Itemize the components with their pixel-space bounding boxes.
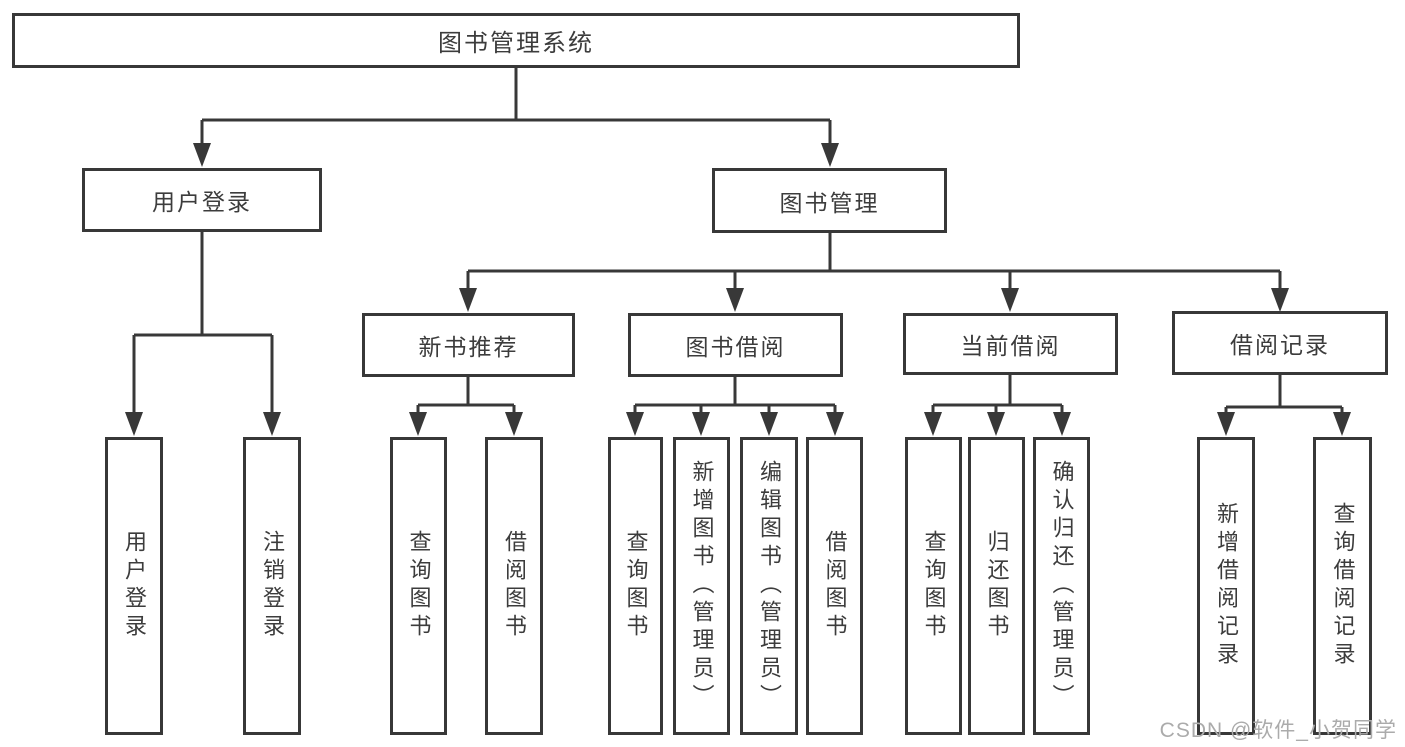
connector-current-borrow [924, 375, 1071, 436]
node-new-book-recommend: 新书推荐 [362, 313, 575, 377]
arrowhead-icon [1217, 412, 1235, 436]
node-borrow-records: 借阅记录 [1172, 311, 1388, 375]
node-current-borrow: 当前借阅 [903, 313, 1118, 375]
arrowhead-icon [459, 288, 477, 312]
arrowhead-icon [692, 412, 710, 436]
connector-book-management [459, 233, 1289, 312]
arrowhead-icon [826, 412, 844, 436]
node-user-login: 用户登录 [82, 168, 322, 232]
arrowhead-icon [125, 412, 143, 436]
leaf-recommend-query-books: 查询图书 [390, 437, 447, 735]
arrowhead-icon [924, 412, 942, 436]
leaf-logout: 注销登录 [243, 437, 301, 735]
arrowhead-icon [1053, 412, 1071, 436]
leaf-add-borrow-record: 新增借阅记录 [1197, 437, 1255, 735]
arrowhead-icon [263, 412, 281, 436]
leaf-add-books-admin: 新增图书（管理员） [673, 437, 730, 735]
arrowhead-icon [726, 288, 744, 312]
connector-borrow-records [1217, 375, 1351, 436]
leaf-query-borrow-record: 查询借阅记录 [1313, 437, 1372, 735]
leaf-borrow-books: 借阅图书 [806, 437, 863, 735]
arrowhead-icon [760, 412, 778, 436]
leaf-current-query-books: 查询图书 [905, 437, 962, 735]
leaf-confirm-return-admin: 确认归还（管理员） [1033, 437, 1090, 735]
leaf-borrow-query-books: 查询图书 [608, 437, 663, 735]
leaf-return-books: 归还图书 [968, 437, 1025, 735]
arrowhead-icon [821, 143, 839, 167]
arrowhead-icon [987, 412, 1005, 436]
connector-user-login [125, 232, 281, 436]
leaf-recommend-borrow-books: 借阅图书 [485, 437, 543, 735]
connector-root [193, 68, 839, 167]
arrowhead-icon [1333, 412, 1351, 436]
node-book-borrow: 图书借阅 [628, 313, 843, 377]
arrowhead-icon [505, 412, 523, 436]
arrowhead-icon [1001, 288, 1019, 312]
leaf-user-login: 用户登录 [105, 437, 163, 735]
leaf-edit-books-admin: 编辑图书（管理员） [740, 437, 798, 735]
connector-new-book-recommend [409, 377, 523, 436]
node-book-management: 图书管理 [712, 168, 947, 233]
arrowhead-icon [626, 412, 644, 436]
arrowhead-icon [409, 412, 427, 436]
node-library-management-system: 图书管理系统 [12, 13, 1020, 68]
watermark: CSDN @软件_小贺同学 [1159, 719, 1397, 742]
arrowhead-icon [1271, 288, 1289, 312]
arrowhead-icon [193, 143, 211, 167]
connector-book-borrow [626, 377, 844, 436]
